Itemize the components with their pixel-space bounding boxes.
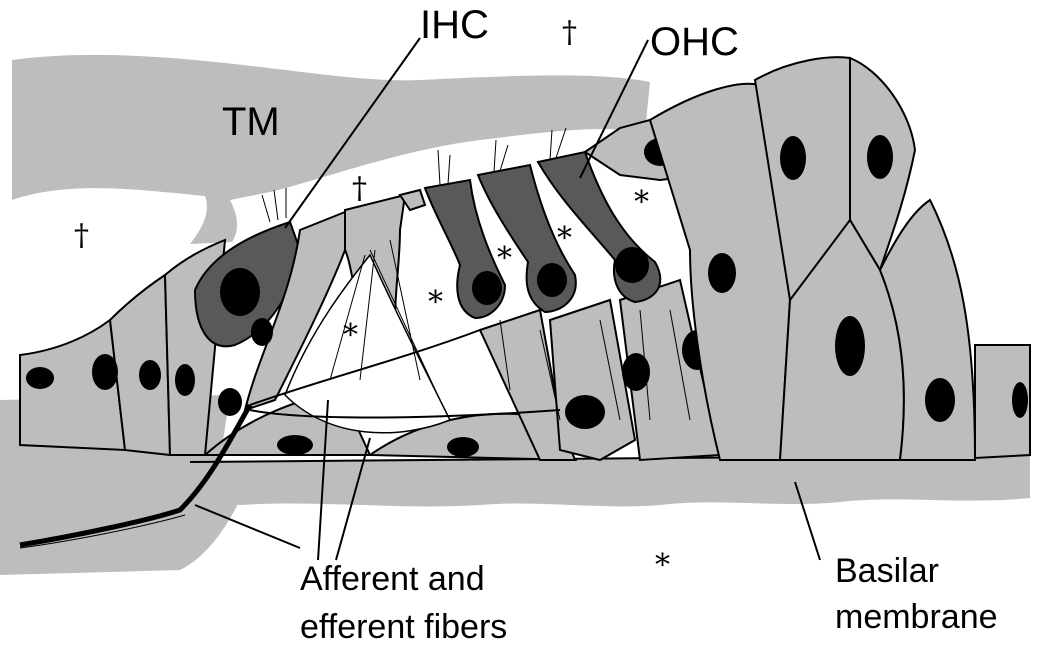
tectorial-membrane xyxy=(12,55,650,244)
asterisk-marker: * xyxy=(557,221,572,256)
asterisk-marker: * xyxy=(634,185,649,220)
ihc-label: IHC xyxy=(420,3,489,47)
asterisk-marker: * xyxy=(343,318,358,353)
asterisk-marker: * xyxy=(655,548,670,583)
basilar-membrane xyxy=(190,455,1030,506)
dagger-marker: † xyxy=(562,15,577,50)
dagger-marker: † xyxy=(74,218,89,253)
fibers-label-line2: efferent fibers xyxy=(300,608,507,646)
tm-label: TM xyxy=(222,100,280,144)
asterisk-marker: * xyxy=(428,285,443,320)
fibers-label-line1: Afferent and xyxy=(300,560,485,598)
dagger-marker: † xyxy=(352,171,367,206)
basilar-label-line2: membrane xyxy=(835,598,998,636)
ohc-label: OHC xyxy=(650,20,739,64)
hensen-cells xyxy=(650,57,1030,460)
left-support-cells xyxy=(20,240,225,455)
asterisk-marker: * xyxy=(497,241,512,276)
basilar-label-line1: Basilar xyxy=(835,552,939,590)
